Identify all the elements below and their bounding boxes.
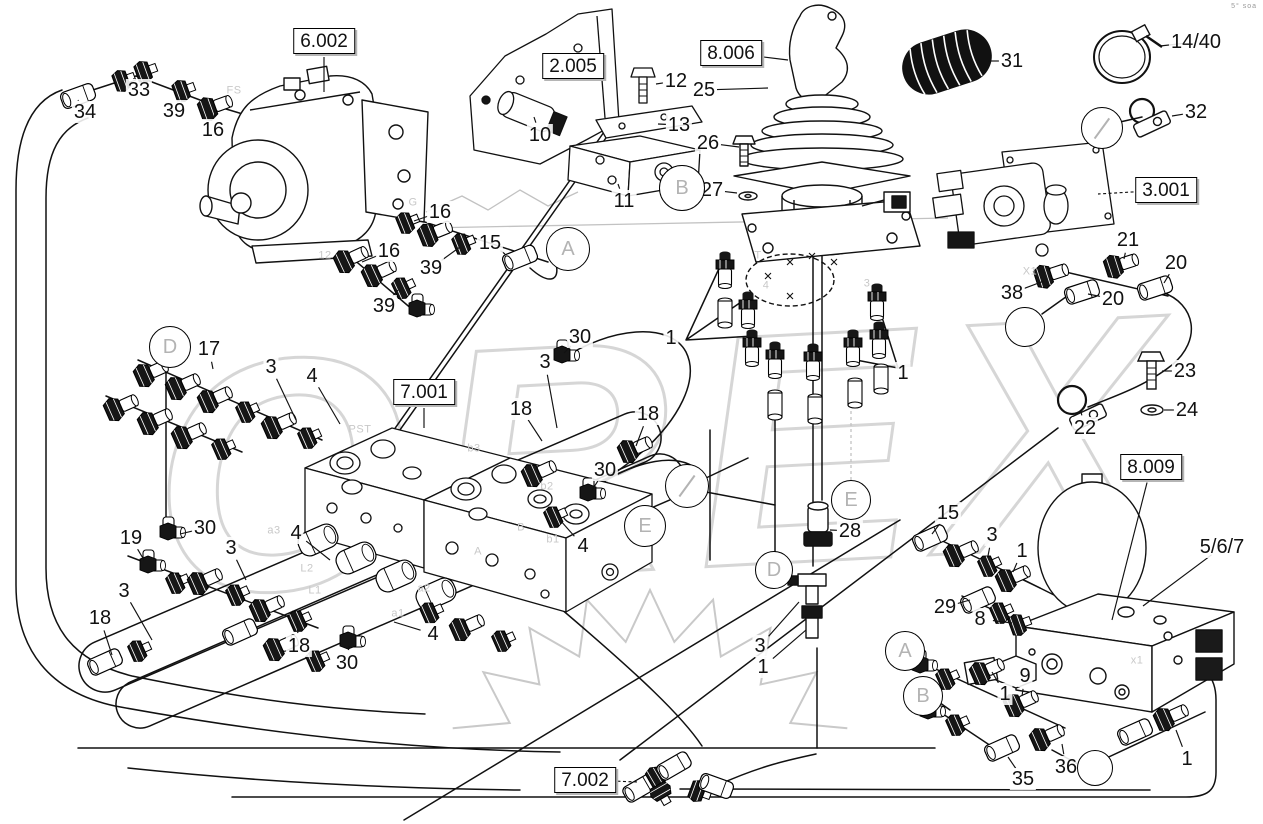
hose-and-clamps	[902, 23, 1171, 431]
joystick-8006	[732, 4, 921, 307]
valve-block-7001	[304, 427, 653, 613]
leader-lines	[77, 42, 1212, 783]
corner-mark: 5° soa	[1231, 3, 1257, 10]
hose-routing-lines	[15, 75, 1217, 821]
pump-6002	[199, 65, 429, 264]
bracket-2005	[469, 8, 703, 197]
servo-unit-3001	[932, 141, 1115, 257]
watermark-text: OREX	[142, 243, 1191, 665]
